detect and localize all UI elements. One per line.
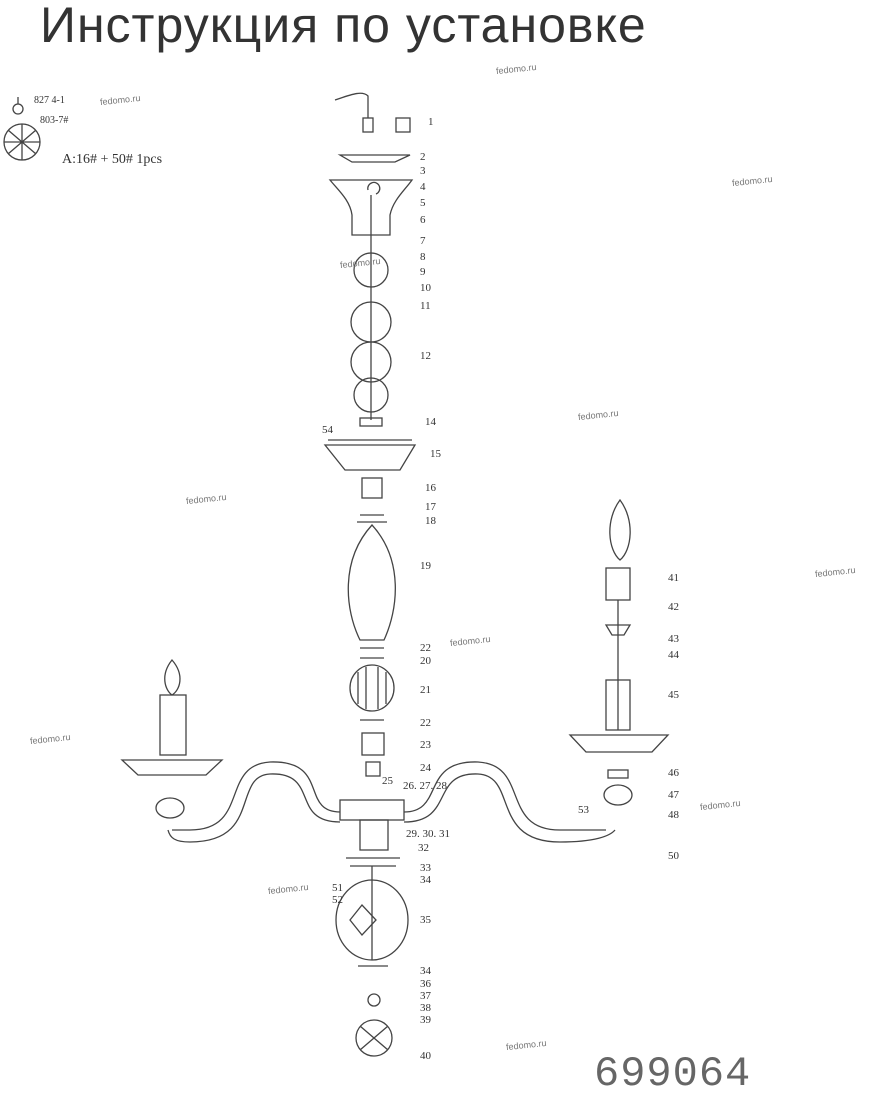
part-label: 35 <box>420 914 431 926</box>
part-label: 16 <box>425 482 436 494</box>
part-label: 5 <box>420 197 426 209</box>
part-label: 14 <box>425 416 436 428</box>
part-label: 34 <box>420 874 431 886</box>
part-label: 37 <box>420 990 431 1002</box>
part-label: 47 <box>668 789 679 801</box>
part-label: 21 <box>420 684 431 696</box>
part-label: 40 <box>420 1050 431 1062</box>
part-label: 39 <box>420 1014 431 1026</box>
part-label: 24 <box>420 762 431 774</box>
legend-quantity: A:16# + 50# 1pcs <box>62 152 163 167</box>
part-label: 18 <box>425 515 436 527</box>
part-label: 9 <box>420 266 426 278</box>
part-label: 4 <box>420 181 426 193</box>
part-label: 22 <box>420 642 431 654</box>
part-label: 46 <box>668 767 679 779</box>
part-label: 20 <box>420 655 431 667</box>
part-label: 38 <box>420 1002 431 1014</box>
canopy <box>328 92 414 236</box>
part-label: 51 <box>332 882 343 894</box>
right-candle <box>568 498 670 806</box>
part-label: 29. 30. 31 <box>406 828 450 840</box>
legend-crystal-icon <box>3 97 41 161</box>
part-label: 41 <box>668 572 679 584</box>
arms <box>167 761 616 851</box>
part-label: 7 <box>420 235 426 247</box>
part-label: 22 <box>420 717 431 729</box>
part-label: 34 <box>420 965 431 977</box>
part-label: 33 <box>420 862 431 874</box>
model-number: 699064 <box>594 1050 752 1098</box>
part-label: 43 <box>668 633 679 645</box>
part-label: 19 <box>420 560 431 572</box>
part-label: 44 <box>668 649 679 661</box>
part-label: 26. 27. 28 <box>403 780 447 792</box>
legend-item: 803-7# <box>40 115 69 126</box>
part-label: 2 <box>420 151 426 163</box>
part-label: 36 <box>420 978 431 990</box>
part-label: 48 <box>668 809 679 821</box>
part-label: 50 <box>668 850 679 862</box>
part-label: 23 <box>420 739 431 751</box>
part-label: 54 <box>322 424 333 436</box>
part-label: 8 <box>420 251 426 263</box>
upper-column <box>323 195 417 777</box>
part-label: 10 <box>420 282 431 294</box>
legend-item: 827 4-1 <box>34 95 65 106</box>
part-label: 11 <box>420 300 431 312</box>
lower-body <box>335 857 409 1057</box>
part-label: 15 <box>430 448 441 460</box>
part-label: 53 <box>578 804 589 816</box>
part-label: 45 <box>668 689 679 701</box>
part-label: 42 <box>668 601 679 613</box>
part-label: 25 <box>382 775 393 787</box>
page-title: Инструкция по установке <box>40 0 647 53</box>
part-label: 17 <box>425 501 436 513</box>
part-label: 3 <box>420 165 426 177</box>
part-label: 12 <box>420 350 431 362</box>
part-label: 6 <box>420 214 426 226</box>
part-label: 52 <box>332 894 343 906</box>
left-candle <box>120 658 224 819</box>
part-label: 1 <box>428 116 434 128</box>
part-label: 32 <box>418 842 429 854</box>
